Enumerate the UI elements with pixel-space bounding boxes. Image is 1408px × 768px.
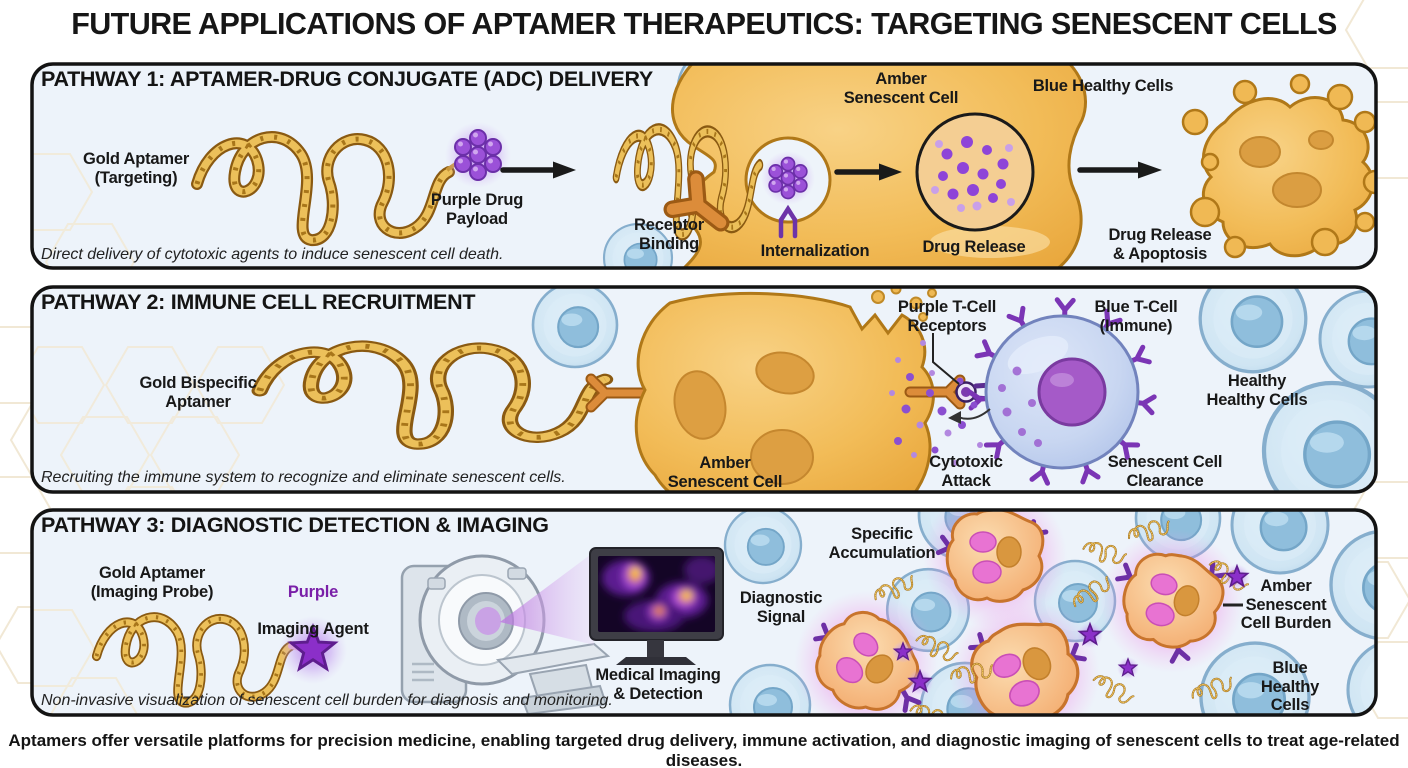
label-purple-word: Purple [287, 582, 339, 601]
label-healthy-cells: Healthy Healthy Cells [1206, 372, 1308, 409]
label-drug-release-apoptosis: Drug Release & Apoptosis [1108, 226, 1212, 263]
label-specific-accumulation: Specific Accumulation [828, 525, 936, 562]
mini-star-icons [892, 564, 1250, 695]
pathway2-panel: PATHWAY 2: IMMUNE CELL RECRUITMENT Gold … [30, 285, 1378, 494]
footer-text: Aptamers offer versatile platforms for p… [8, 731, 1400, 768]
label-diagnostic-signal: Diagnostic Signal [739, 589, 823, 626]
arrow-icon [500, 161, 576, 179]
amber-senescent-cell-illustration [634, 287, 937, 492]
arrow-icon [1077, 161, 1162, 179]
drug-release-illustration [915, 112, 1035, 232]
label-gold-bispecific-aptamer: Gold Bispecific Aptamer [139, 374, 257, 411]
scan-beam-icon [500, 552, 594, 645]
label-blue-tcell-immune: Blue T-Cell (Immune) [1094, 298, 1178, 335]
t-cell-illustration [970, 300, 1155, 483]
apoptosis-fragments-illustration [1181, 73, 1376, 259]
label-gold-aptamer: Gold Aptamer (Targeting) [82, 150, 190, 187]
pathway1-caption: Direct delivery of cytotoxic agents to i… [41, 246, 504, 263]
label-purple-tcell-receptors: Purple T-Cell Receptors [897, 298, 997, 335]
label-amber-senescent-cell: Amber Senescent Cell [843, 70, 959, 107]
healthy-cell-icon [1198, 287, 1308, 374]
arrow-icon [834, 163, 902, 181]
membrane-receptor-icon [778, 204, 798, 239]
pathway3-heading: PATHWAY 3: DIAGNOSTIC DETECTION & IMAGIN… [41, 513, 549, 537]
label-gold-aptamer-probe: Gold Aptamer (Imaging Probe) [90, 564, 214, 601]
label-imaging-agent: Imaging Agent [257, 619, 369, 638]
pathway3-panel: PATHWAY 3: DIAGNOSTIC DETECTION & IMAGIN… [30, 508, 1378, 717]
page-title: FUTURE APPLICATIONS OF APTAMER THERAPEUT… [71, 7, 1337, 41]
healthy-cell-icon [531, 287, 619, 369]
label-purple-drug-payload: Purple Drug Payload [430, 191, 524, 228]
pathway3-caption: Non-invasive visualization of senescent … [41, 692, 613, 709]
label-senescent-cell-clearance: Senescent Cell Clearance [1107, 453, 1223, 490]
label-drug-release: Drug Release [922, 238, 1026, 256]
label-cytotoxic-attack: Cytotoxic Attack [929, 453, 1003, 490]
label-purple-imaging-agent: Purple Imaging Agent [257, 564, 369, 657]
label-medical-imaging-detection: Medical Imaging & Detection [595, 666, 721, 703]
imaging-agent-star-icon [279, 616, 347, 684]
label-internalization: Internalization [760, 242, 870, 260]
label-receptor-binding: Receptor Binding [634, 216, 704, 253]
pathway1-heading: PATHWAY 1: APTAMER-DRUG CONJUGATE (ADC) … [41, 67, 653, 91]
label-amber-senescent-cell: Amber Senescent Cell [667, 454, 783, 491]
pathway1-panel: PATHWAY 1: APTAMER-DRUG CONJUGATE (ADC) … [30, 62, 1378, 270]
drug-payload-cluster-icon [761, 151, 815, 205]
pathway2-caption: Recruiting the immune system to recogniz… [41, 469, 566, 486]
pathway2-heading: PATHWAY 2: IMMUNE CELL RECRUITMENT [41, 290, 476, 314]
monitor-icon [589, 547, 724, 665]
drug-payload-cluster-icon [445, 122, 511, 188]
ct-scanner-icon [400, 554, 611, 715]
label-senescent-cell-burden: Amber Senescent Cell Burden [1240, 577, 1332, 632]
cytotoxic-granules-icon [889, 340, 991, 466]
label-blue-healthy-cells: Blue Healthy Cells [1032, 77, 1174, 95]
label-blue-healthy-cells: Blue Healthy Cells [1260, 659, 1320, 714]
pointer-line [932, 333, 960, 385]
